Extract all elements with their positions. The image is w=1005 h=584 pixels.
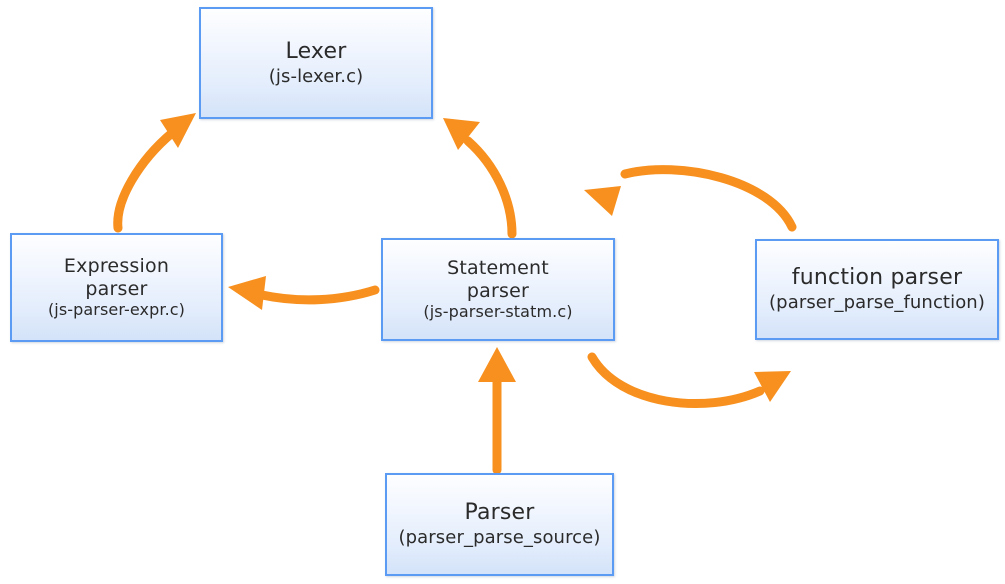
edge-parser-to-statement xyxy=(478,347,516,475)
node-lexer-title: Lexer xyxy=(285,38,347,64)
edge-statement-to-function xyxy=(587,352,791,409)
node-function-parser[interactable]: function parser (parser_parse_function) xyxy=(755,239,999,340)
edge-function-to-statement xyxy=(584,165,797,232)
node-parser-title: Parser xyxy=(464,500,535,526)
edge-expression-to-lexer xyxy=(113,113,196,233)
node-statement-parser-title: Statement parser xyxy=(447,257,549,302)
node-lexer[interactable]: Lexer (js-lexer.c) xyxy=(199,7,433,119)
node-lexer-subtitle: (js-lexer.c) xyxy=(268,65,364,87)
node-expression-parser-subtitle: (js-parser-expr.c) xyxy=(47,299,186,319)
node-parser-subtitle: (parser_parse_source) xyxy=(398,527,601,549)
node-function-parser-title: function parser xyxy=(791,265,963,291)
node-statement-parser[interactable]: Statement parser (js-parser-statm.c) xyxy=(381,238,615,341)
node-expression-parser-title: Expression parser xyxy=(63,255,170,300)
node-expression-parser[interactable]: Expression parser (js-parser-expr.c) xyxy=(10,233,223,342)
node-statement-parser-subtitle: (js-parser-statm.c) xyxy=(423,301,573,321)
node-function-parser-subtitle: (parser_parse_function) xyxy=(769,292,985,314)
edge-statement-to-lexer xyxy=(443,118,517,239)
edge-statement-to-expression xyxy=(228,276,380,310)
node-parser[interactable]: Parser (parser_parse_source) xyxy=(385,473,614,576)
